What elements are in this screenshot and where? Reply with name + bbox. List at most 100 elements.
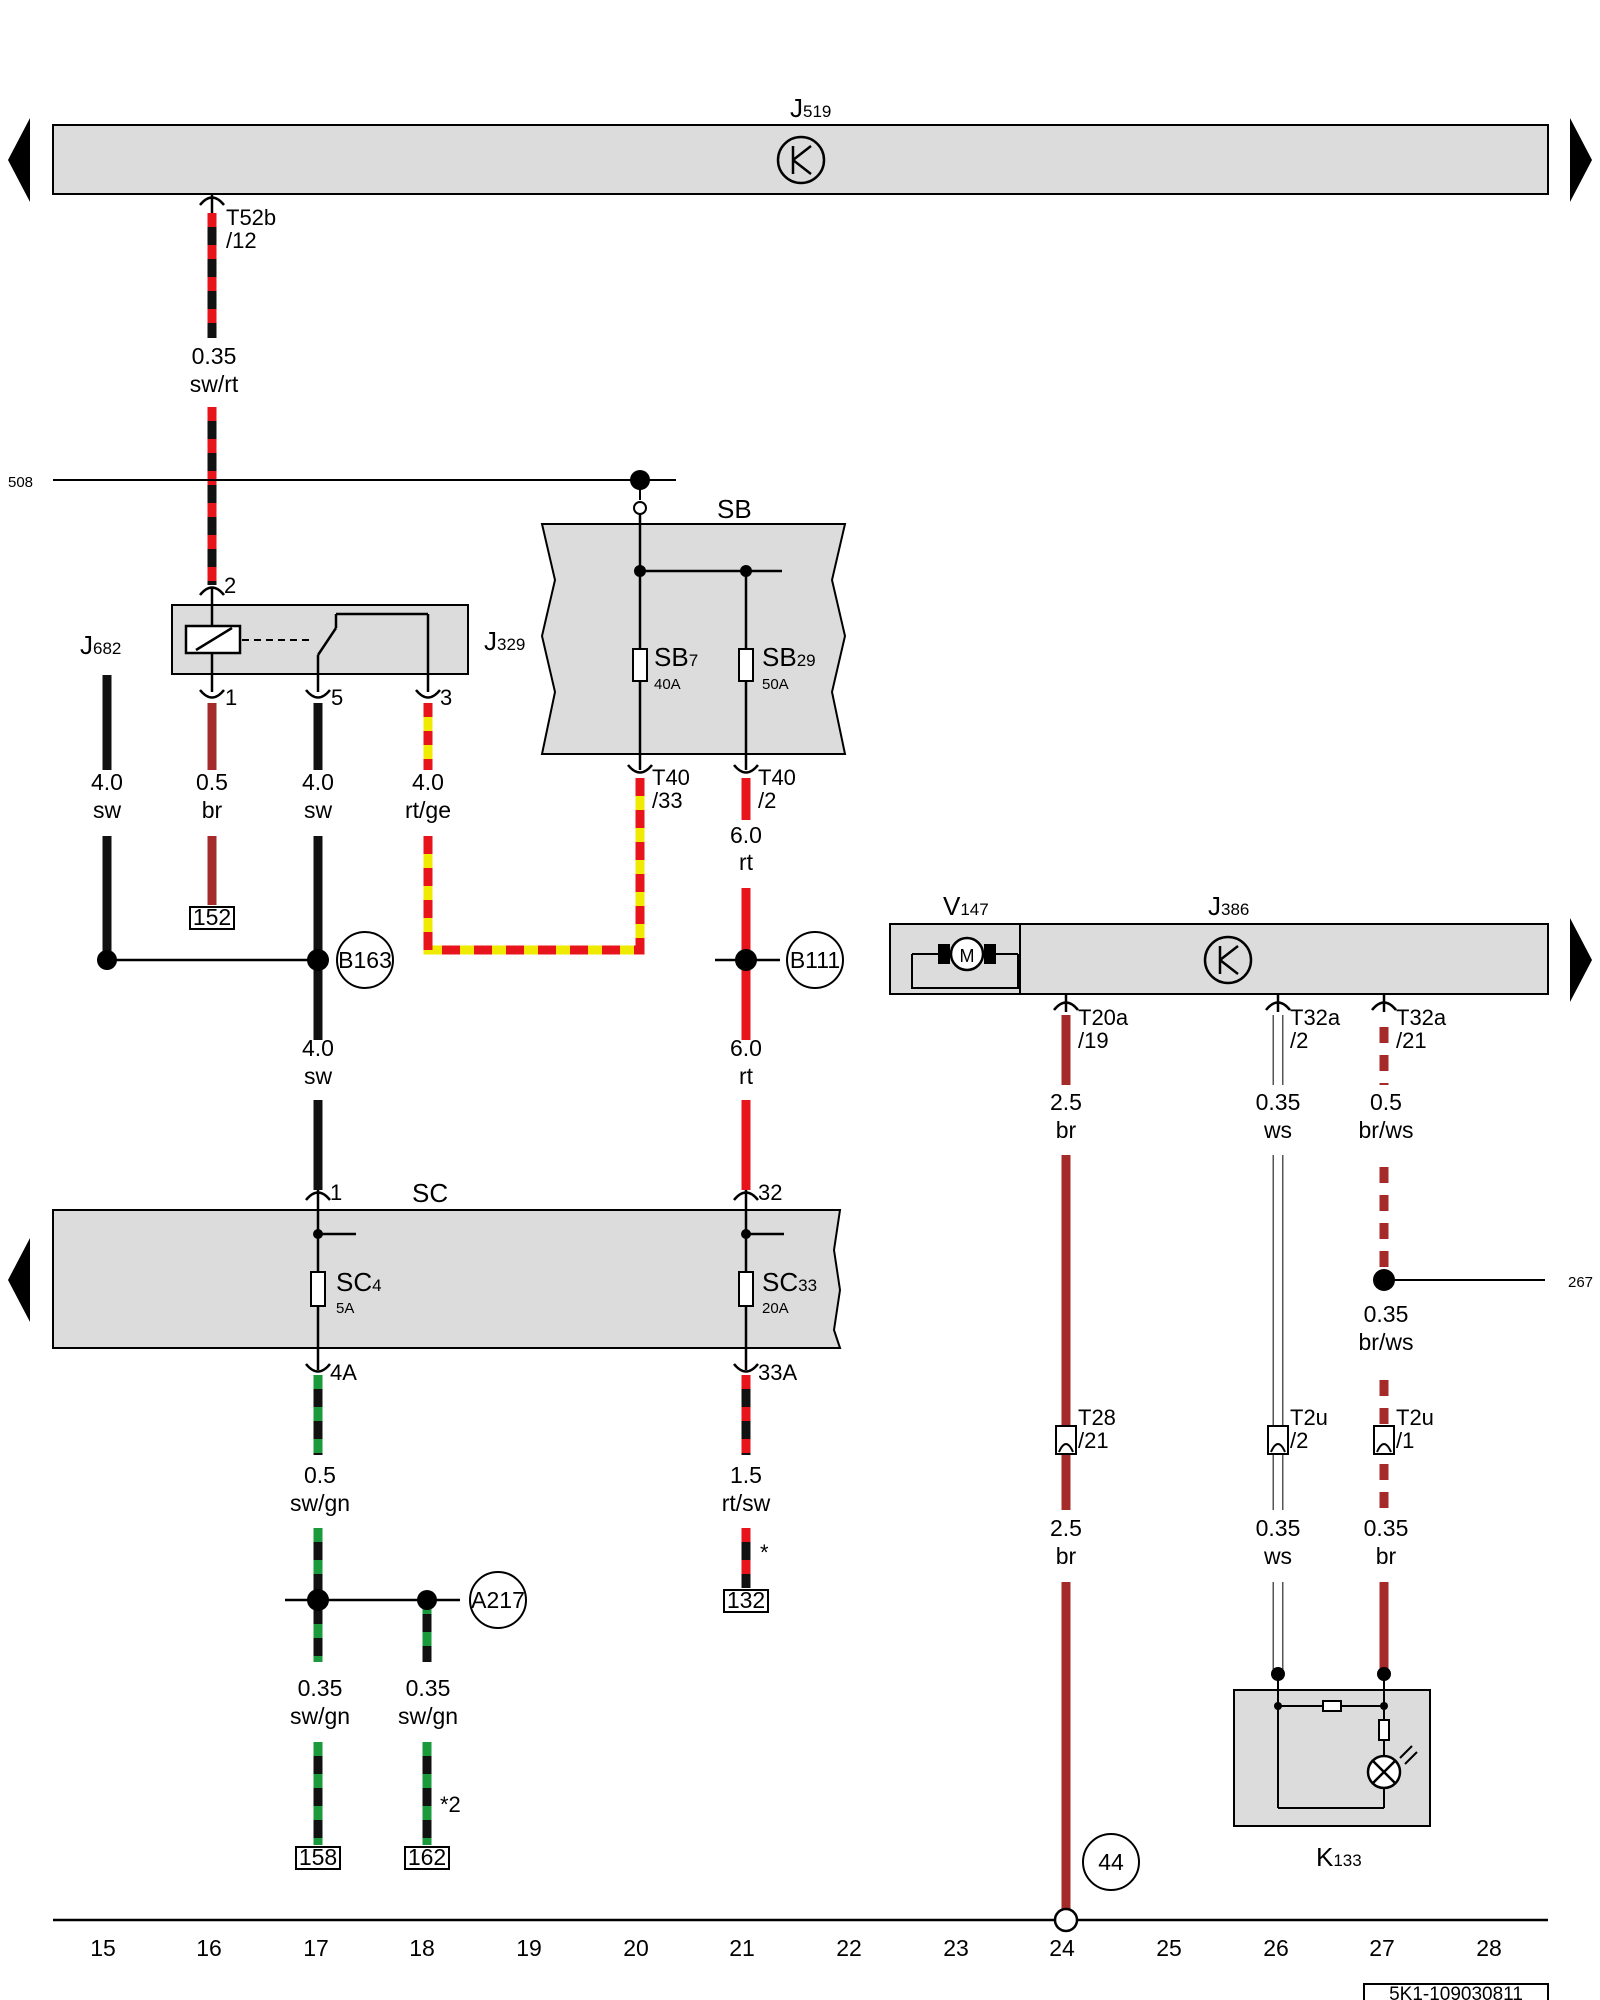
ref-box-152	[189, 906, 235, 930]
ground-a217	[469, 1571, 527, 1629]
connector-label-t32a-2: T32a	[1290, 1005, 1341, 1030]
connector-pin-t28: /21	[1078, 1428, 1109, 1453]
grid-19: 19	[516, 1935, 542, 1961]
ground-b111	[786, 931, 844, 989]
connector-t28	[1055, 1425, 1077, 1455]
wire-color-w26a: ws	[1263, 1117, 1292, 1143]
wire-size-w18b: 0.35	[406, 1675, 451, 1701]
relay-coil-icon	[184, 624, 242, 655]
wire-size-w24b: 2.5	[1050, 1515, 1082, 1541]
ref-267: 267	[1568, 1274, 1593, 1291]
arrow-left-icon	[8, 1238, 30, 1322]
connector-pin-t52b: /12	[226, 228, 257, 253]
module-label-j386: J386	[1208, 891, 1249, 921]
wire-size-w21a: 6.0	[730, 822, 762, 848]
connector-label-t28: T28	[1078, 1405, 1116, 1430]
grid-20: 20	[623, 1935, 649, 1961]
connector-label-t2u-2: T2u	[1290, 1405, 1328, 1430]
wire-size-w17a: 4.0	[302, 769, 334, 795]
fuse-icon	[310, 1271, 326, 1307]
fuse-rating-sb29: 50A	[762, 676, 789, 693]
drawing-id: 5K1-109030811	[1389, 1984, 1523, 2000]
fuse-rating-sb7: 40A	[654, 676, 681, 693]
wire-color-w24b: br	[1056, 1543, 1077, 1569]
ref-box-158	[295, 1846, 341, 1870]
wire-color-w16a: sw/rt	[190, 371, 239, 397]
ground-label-b163: B163	[338, 947, 392, 973]
wire-size-w17c: 0.5	[304, 1462, 336, 1488]
ref-152: 152	[193, 904, 231, 930]
sc-pin-4a: 4A	[330, 1360, 357, 1385]
sc-pin-33a: 33A	[758, 1360, 797, 1385]
sc-pin-1: 1	[330, 1180, 342, 1205]
wire-col17-lower	[313, 1528, 432, 1662]
fuse-label-sb7: SB7	[654, 642, 698, 672]
connector-pin-t40-33: /33	[652, 788, 683, 813]
arrow-right-icon	[1570, 918, 1592, 1002]
ref-132: 132	[727, 1587, 765, 1613]
motor-icon: M	[911, 936, 1019, 989]
control-unit-icon	[1203, 935, 1253, 985]
connector-pin-t40-2: /2	[758, 788, 776, 813]
connector-label-t20a: T20a	[1078, 1005, 1129, 1030]
wire-size-w26b: 0.35	[1256, 1515, 1301, 1541]
relay-pin-3: 3	[440, 685, 452, 710]
ref-box-162	[404, 1846, 450, 1870]
connector-pin-t2u-1: /1	[1396, 1428, 1414, 1453]
ground-label-b111: B111	[790, 947, 840, 973]
wire-color-w27c: br	[1376, 1543, 1397, 1569]
connector-t40-2	[733, 764, 759, 774]
arrow-left-icon	[8, 118, 30, 202]
connector-label-t32a-21: T32a	[1396, 1005, 1447, 1030]
ref-162: 162	[408, 1844, 446, 1870]
module-label-j329: J329	[484, 626, 525, 656]
connector-t2u-1	[1373, 1425, 1395, 1455]
grid-23: 23	[943, 1935, 969, 1961]
svg-text:M: M	[960, 946, 975, 966]
wire-color-w21b: rt	[739, 1063, 754, 1089]
wire-color-w17d: sw/gn	[290, 1703, 350, 1729]
wire-size-w27a: 0.5	[1370, 1089, 1402, 1115]
wire-color-w26b: ws	[1263, 1543, 1292, 1569]
wire-color-w17a: sw	[304, 797, 333, 823]
drawing-id-box	[1363, 1983, 1549, 2000]
fuse-rating-sc33: 20A	[762, 1300, 789, 1317]
wire-color-w21a: rt	[739, 849, 754, 875]
wire-col17-bottom	[313, 1742, 432, 1845]
module-label-j682: J682	[80, 630, 121, 660]
wire-size-w26a: 0.35	[1256, 1089, 1301, 1115]
wire-color-w27b: br/ws	[1359, 1329, 1414, 1355]
wire-color-w27a: br/ws	[1359, 1117, 1414, 1143]
fuse-icon	[738, 1271, 754, 1307]
wire-size-w27b: 0.35	[1364, 1301, 1409, 1327]
grid-15: 15	[90, 1935, 116, 1961]
connector-label-t40-2: T40	[758, 765, 796, 790]
wire-size-w21b: 6.0	[730, 1035, 762, 1061]
module-label-v147: V147	[943, 891, 989, 921]
wire-color-w18: rt/ge	[405, 797, 451, 823]
grid-numbers: 15 16 17 18 19 20 21 22 23 24 25 26 27 2…	[90, 1935, 1502, 1961]
wire-size-w24a: 2.5	[1050, 1089, 1082, 1115]
grid-16: 16	[196, 1935, 222, 1961]
module-label-sb: SB	[717, 494, 752, 524]
fuse-label-sc33: SC33	[762, 1267, 817, 1297]
relay-pin-2: 2	[224, 573, 236, 598]
note-star: *	[760, 1540, 769, 1565]
module-label-k133: K133	[1316, 1842, 1362, 1872]
ground-label-44: 44	[1098, 1849, 1124, 1875]
grid-27: 27	[1369, 1935, 1395, 1961]
wire-col18-top	[423, 703, 645, 955]
connector-pin-t2u-2: /2	[1290, 1428, 1308, 1453]
wire-size-w16b: 0.5	[196, 769, 228, 795]
wire-size-w15: 4.0	[91, 769, 123, 795]
ref-158: 158	[299, 1844, 337, 1870]
wire-size-w27c: 0.35	[1364, 1515, 1409, 1541]
wire-size-w17b: 4.0	[302, 1035, 334, 1061]
wire-color-w17c: sw/gn	[290, 1490, 350, 1516]
connector-label-t40-33: T40	[652, 765, 690, 790]
wire-color-w18b: sw/gn	[398, 1703, 458, 1729]
fuse-label-sb29: SB29	[762, 642, 816, 672]
module-label-j519: J519	[790, 93, 831, 123]
module-sb	[540, 523, 847, 755]
